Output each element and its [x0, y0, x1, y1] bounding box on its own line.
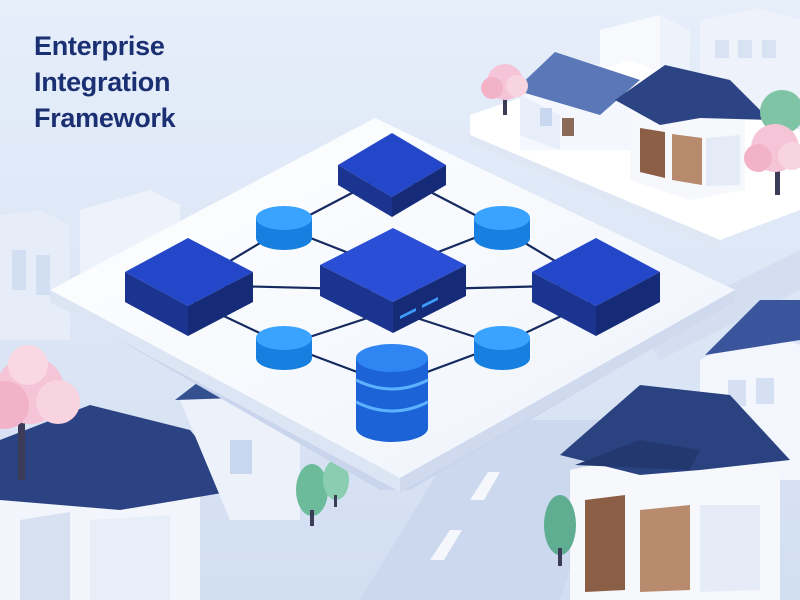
block-center — [320, 228, 466, 333]
blossom-tree-right — [744, 124, 800, 195]
node-lower-left — [256, 326, 312, 370]
left-houses — [0, 350, 349, 600]
block-left — [125, 238, 253, 336]
page-title: Enterprise Integration Framework — [34, 28, 294, 136]
right-houses — [544, 300, 800, 600]
upper-right-houses — [470, 52, 800, 248]
block-right — [532, 238, 660, 336]
database-icon — [355, 344, 429, 442]
blossom-tree-left — [0, 345, 80, 480]
block-top — [338, 133, 446, 217]
node-upper-right — [474, 206, 530, 250]
blossom-tree-upper — [481, 64, 528, 115]
node-upper-left — [256, 206, 312, 250]
node-lower-right — [474, 326, 530, 370]
title-line-3: Framework — [34, 103, 176, 133]
title-line-2: Integration — [34, 67, 171, 97]
title-line-1: Enterprise — [34, 31, 165, 61]
